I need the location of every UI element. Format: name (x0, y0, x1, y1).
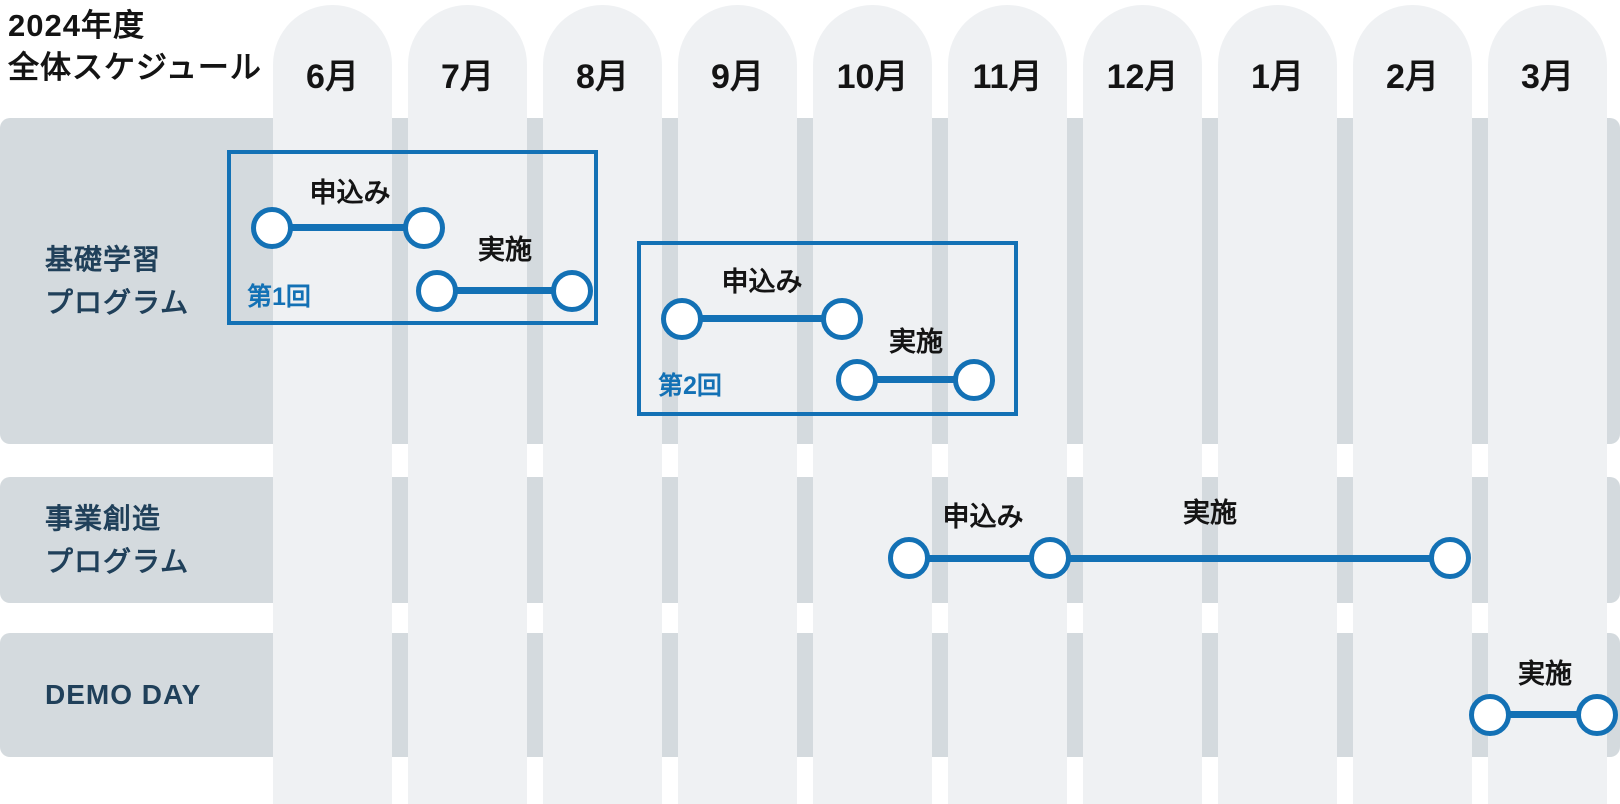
timeline-bar (682, 315, 842, 322)
milestone-circle (661, 298, 703, 340)
month-column-mar: 3月 (1488, 5, 1607, 804)
month-label: 8月 (576, 58, 629, 96)
row-band-basic-program (0, 118, 1620, 444)
month-label: 10月 (836, 58, 909, 96)
month-label: 12月 (1106, 58, 1179, 96)
month-column-aug: 8月 (543, 5, 662, 804)
milestone-circle (403, 207, 445, 249)
month-column-nov: 11月 (948, 5, 1067, 804)
round2-box (637, 241, 1018, 416)
timeline-bar (909, 555, 1450, 562)
timeline-bar (1490, 711, 1597, 718)
phase-label-implement: 実施 (1518, 659, 1572, 689)
round1-box (227, 150, 598, 325)
month-label: 3月 (1521, 58, 1574, 96)
row-label-business-program: 事業創造 プログラム (45, 497, 189, 583)
month-label: 6月 (306, 58, 359, 96)
row-label-demo-day: DEMO DAY (45, 673, 201, 716)
month-column-dec: 12月 (1083, 5, 1202, 804)
round2-label: 第2回 (658, 372, 722, 400)
row-label-line: プログラム (45, 287, 190, 318)
round1-label: 第1回 (247, 283, 311, 311)
milestone-circle (1576, 694, 1618, 736)
phase-label-apply: 申込み (721, 267, 803, 297)
timeline-bar (272, 224, 424, 231)
month-label: 7月 (441, 58, 494, 96)
milestone-circle (251, 207, 293, 249)
page-title: 2024年度 全体スケジュール (8, 5, 262, 89)
page-title-line2: 全体スケジュール (8, 50, 262, 85)
month-column-jan: 1月 (1218, 5, 1337, 804)
timeline-bar (437, 287, 572, 294)
phase-label-apply: 申込み (942, 502, 1024, 532)
month-column-jul: 7月 (408, 5, 527, 804)
milestone-circle (1029, 537, 1071, 579)
milestone-circle (551, 270, 593, 312)
month-label: 9月 (711, 58, 764, 96)
milestone-circle (821, 298, 863, 340)
milestone-circle (888, 537, 930, 579)
row-label-line: DEMO DAY (45, 679, 202, 710)
row-band-business-program (0, 477, 1620, 603)
milestone-circle (953, 359, 995, 401)
month-column-sep: 9月 (678, 5, 797, 804)
row-label-line: 基礎学習 (45, 244, 162, 275)
phase-label-implement: 実施 (478, 235, 532, 265)
row-band-demo-day (0, 633, 1620, 757)
row-label-line: プログラム (45, 546, 190, 577)
phase-label-apply: 申込み (309, 178, 391, 208)
month-label: 11月 (972, 58, 1043, 96)
month-column-oct: 10月 (813, 5, 932, 804)
row-label-line: 事業創造 (45, 503, 162, 534)
month-column-feb: 2月 (1353, 5, 1472, 804)
row-label-basic-program: 基礎学習 プログラム (45, 238, 189, 324)
milestone-circle (1429, 537, 1471, 579)
milestone-circle (836, 359, 878, 401)
milestone-circle (416, 270, 458, 312)
milestone-circle (1469, 694, 1511, 736)
phase-label-implement: 実施 (889, 327, 943, 357)
month-column-jun: 6月 (273, 5, 392, 804)
month-label: 2月 (1386, 58, 1439, 96)
month-label: 1月 (1251, 58, 1304, 96)
phase-label-implement: 実施 (1183, 498, 1237, 528)
page-title-line1: 2024年度 (8, 8, 145, 43)
timeline-bar (857, 376, 974, 383)
